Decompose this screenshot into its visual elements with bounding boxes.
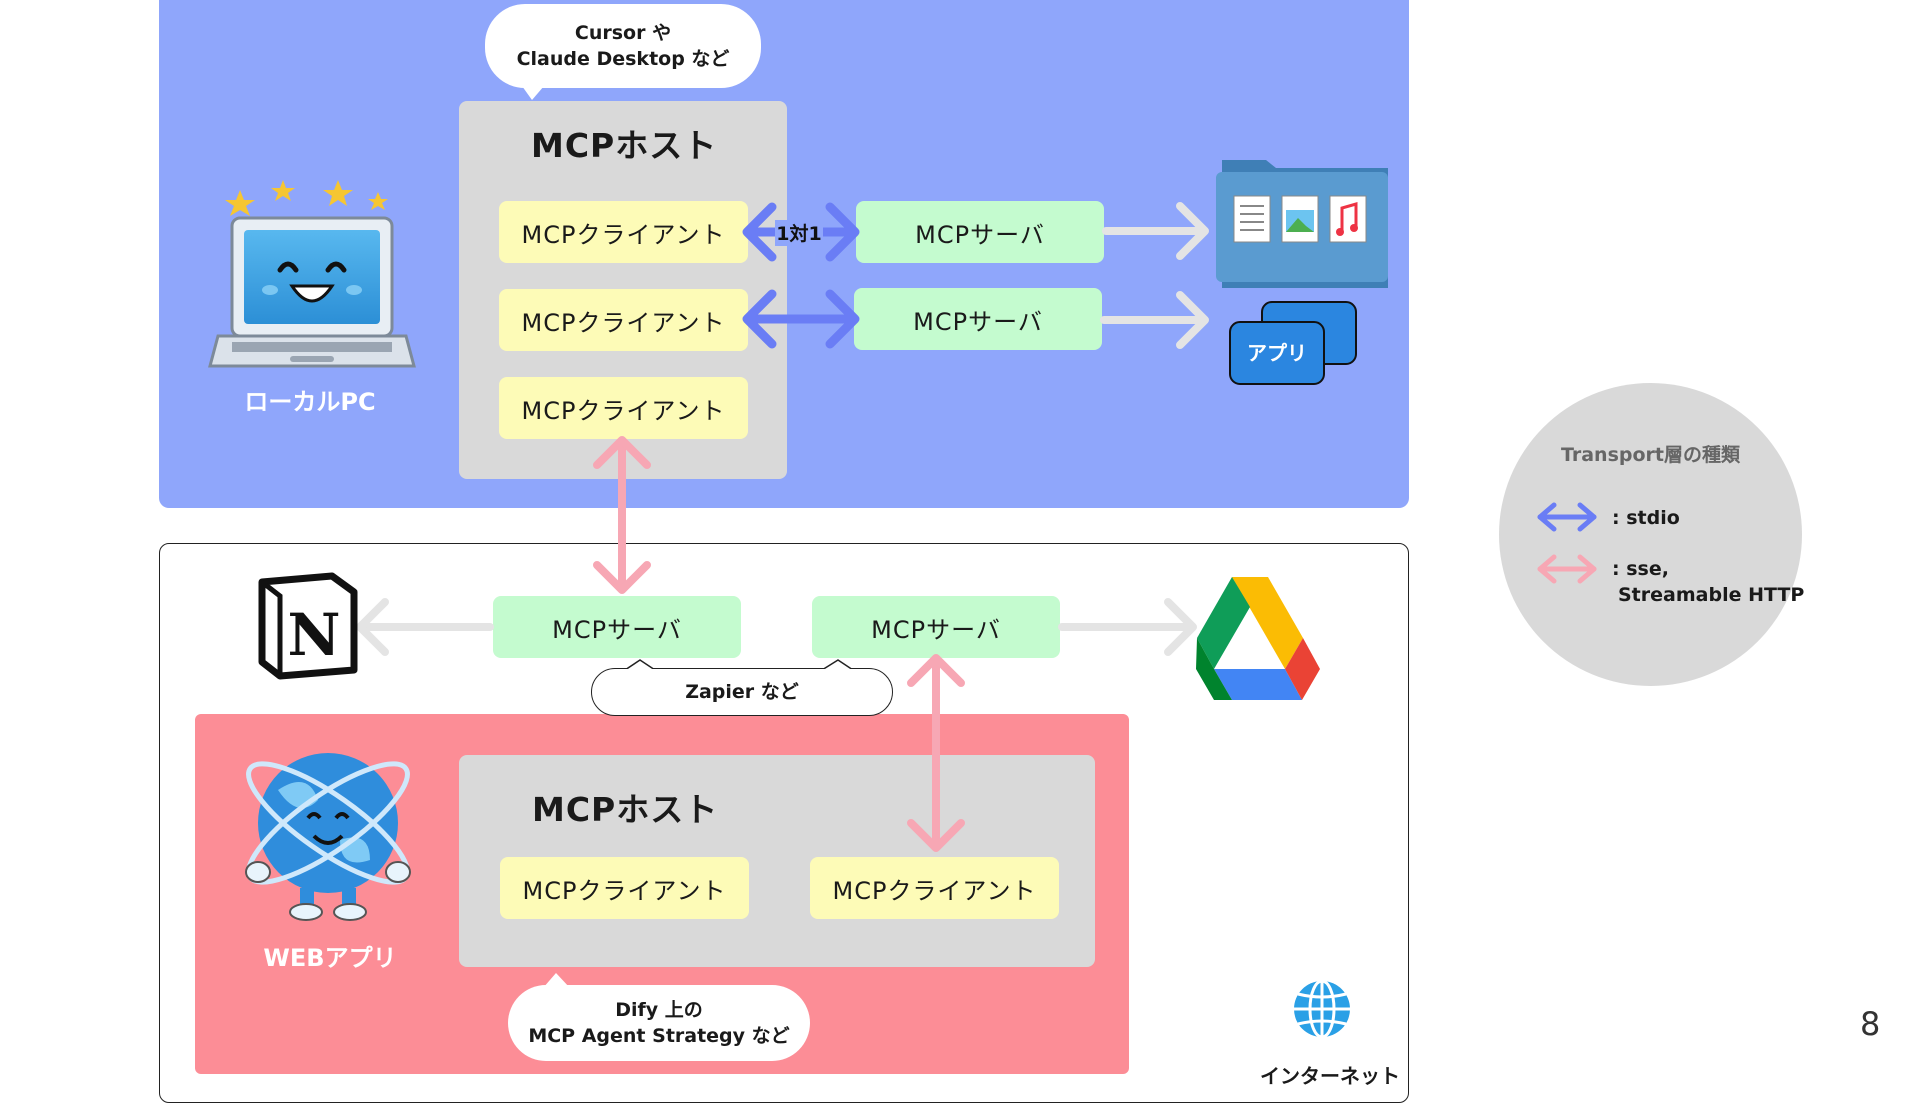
local-bubble-line2: Claude Desktop など (516, 48, 730, 70)
dify-bubble: Dify 上の MCP Agent Strategy など (508, 985, 810, 1061)
transport-legend (1499, 383, 1802, 686)
google-drive-icon (1196, 577, 1320, 700)
zapier-bubble: Zapier など (591, 668, 893, 716)
diagram-graphics: 1対1 (208, 86, 1597, 1039)
local-client-2: MCPクライアント (499, 289, 748, 351)
one-to-one-label: 1対1 (776, 222, 821, 245)
dify-bubble-line1: Dify 上の (615, 999, 703, 1021)
app-icon: アプリ (1229, 301, 1357, 385)
local-client-1: MCPクライアント (499, 201, 748, 263)
legend-title: Transport層の種類 (1560, 444, 1740, 466)
web-client-1: MCPクライアント (500, 857, 749, 919)
internet-server-1: MCPサーバ (493, 596, 741, 658)
local-bubble-line1: Cursor や (574, 22, 672, 44)
web-host-title: MCPホスト (532, 790, 719, 829)
globe-icon (1294, 979, 1350, 1039)
laptop-icon (208, 180, 416, 368)
stdio-arrow-2 (742, 289, 860, 349)
local-client-3: MCPクライアント (499, 377, 748, 439)
svg-text:N: N (287, 601, 340, 669)
folder-icon (1216, 160, 1388, 288)
globe-character-icon (245, 753, 411, 921)
dify-bubble-tail (543, 973, 570, 988)
page-number: 8 (1860, 1005, 1881, 1043)
server-to-notion-arrow (356, 598, 494, 656)
dify-bubble-line2: MCP Agent Strategy など (528, 1025, 790, 1047)
zapier-bubble-text: Zapier など (685, 681, 799, 703)
pc-label: ローカルPC (244, 388, 376, 416)
zapier-bubble-tail-1 (622, 659, 658, 671)
http-arrow-local-client (593, 436, 651, 594)
legend-sse-arrow (1537, 554, 1597, 584)
legend-streamable-label: Streamable HTTP (1618, 584, 1805, 606)
server-to-files-arrow (1102, 202, 1209, 260)
legend-stdio-arrow (1537, 502, 1597, 532)
notion-icon: N (258, 572, 358, 680)
local-bubble-tail (522, 86, 544, 100)
web-client-2: MCPクライアント (810, 857, 1059, 919)
http-arrow-web-client (907, 654, 965, 852)
server-to-app-arrow (1100, 291, 1209, 349)
app-label: アプリ (1247, 341, 1307, 365)
web-app-label: WEBアプリ (263, 944, 397, 972)
legend-stdio-label: : stdio (1612, 507, 1680, 529)
internet-server-2: MCPサーバ (812, 596, 1060, 658)
zapier-bubble-tail-2 (819, 659, 856, 671)
local-server-2: MCPサーバ (854, 288, 1102, 350)
local-server-1: MCPサーバ (856, 201, 1104, 263)
local-host-bubble: Cursor や Claude Desktop など (485, 4, 761, 88)
local-host-title: MCPホスト (531, 126, 718, 165)
server-to-drive-arrow (1058, 598, 1197, 656)
legend-sse-label: : sse, (1612, 558, 1669, 580)
